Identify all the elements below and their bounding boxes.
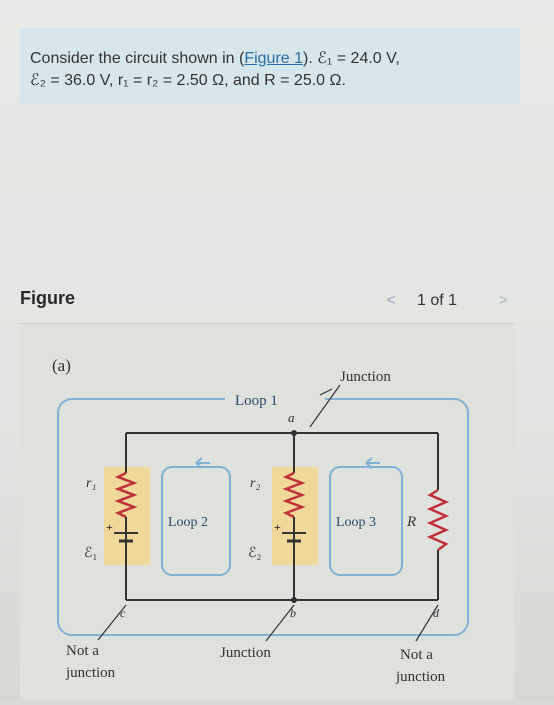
- chevron-right-icon: >: [498, 292, 508, 309]
- wires: [125, 432, 439, 601]
- loop1-label-bg: [225, 389, 325, 409]
- problem-line-1: Consider the circuit shown in (Figure 1)…: [30, 48, 400, 68]
- label-loop2: Loop 2: [168, 515, 208, 530]
- figure-image: (a): [20, 325, 515, 700]
- problem-statement: Consider the circuit shown in (Figure 1)…: [20, 28, 520, 104]
- circuit-diagram: (a): [52, 356, 469, 685]
- loop-arrows: [195, 457, 380, 469]
- label-node-c: c: [120, 606, 126, 620]
- chevron-left-icon: <: [386, 292, 396, 309]
- resistor-r1: [114, 471, 138, 519]
- node-a-dot: [291, 430, 297, 436]
- label-r2: r₂: [250, 476, 260, 491]
- battery-e1: +: [106, 517, 138, 555]
- figure-link[interactable]: Figure 1: [244, 50, 304, 67]
- label-junction-word-2: junction: [395, 669, 446, 685]
- label-loop1: Loop 1: [235, 393, 278, 409]
- loop3-label-bg: [334, 511, 400, 531]
- next-figure-button[interactable]: >: [487, 288, 519, 314]
- divider: [20, 323, 515, 324]
- pointer-lines: [97, 384, 439, 642]
- label-not-a-2: Not a: [400, 647, 433, 663]
- label-node-a: a: [288, 410, 295, 425]
- battery-e2: +: [274, 517, 306, 555]
- prev-figure-button[interactable]: <: [375, 288, 407, 314]
- problem-line-2: ℰ₂ = 36.0 V, r₁ = r₂ = 2.50 Ω, and R = 2…: [30, 72, 346, 89]
- label-junction-top: Junction: [340, 369, 391, 385]
- figure-count: 1 of 1: [417, 292, 458, 309]
- resistor-R: [426, 488, 450, 551]
- figure-title: Figure: [20, 288, 76, 308]
- label-node-d: d: [433, 606, 440, 620]
- label-e2: ℰ₂: [248, 546, 261, 561]
- battery2-plus: +: [274, 520, 281, 534]
- node-b-dot: [291, 597, 297, 603]
- problem-intro: Consider the circuit shown in (: [30, 50, 245, 67]
- label-R: R: [406, 514, 416, 530]
- loop2-outline: [161, 466, 231, 576]
- label-junction-word-1: junction: [65, 665, 116, 681]
- label-r1: r₁: [86, 476, 96, 491]
- figure-pager: < 1 of 1 >: [375, 288, 525, 314]
- battery1-plus: +: [106, 520, 113, 534]
- resistor-r2: [282, 471, 306, 519]
- loop2-label-bg: [166, 511, 228, 531]
- label-not-a-1: Not a: [66, 643, 99, 659]
- panel-label: (a): [52, 356, 71, 375]
- label-junction-bottom: Junction: [220, 645, 271, 661]
- problem-line1-rest: ). ℰ₁ = 24.0 V,: [303, 50, 400, 67]
- loop3-outline: [329, 466, 403, 576]
- label-node-b: b: [290, 606, 296, 620]
- label-e1: ℰ₁: [84, 546, 97, 561]
- label-loop3: Loop 3: [336, 515, 376, 530]
